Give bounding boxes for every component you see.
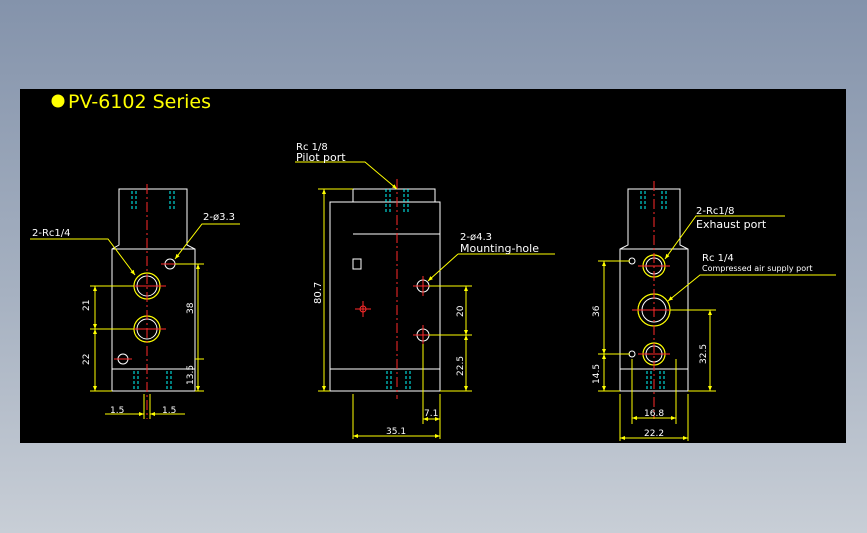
title-bullet-icon: [51, 94, 65, 108]
right-view: [598, 181, 836, 441]
dim-38: 38: [186, 302, 196, 314]
cad-viewport[interactable]: PV-6102 Series: [20, 89, 846, 443]
dim-22-5: 22.5: [456, 356, 466, 376]
dim-14-5: 14.5: [592, 364, 602, 384]
dim-16-8: 16.8: [644, 409, 664, 419]
callout-pilot-size: Rc 1/8: [296, 142, 328, 153]
dim-20: 20: [456, 305, 466, 317]
callout-exhaust-size: 2-Rc1/8: [696, 206, 735, 217]
callout-mount-size: 2-ø4.3: [460, 232, 492, 243]
dim-1-5-left: 1.5: [110, 406, 124, 416]
dim-22-2: 22.2: [644, 429, 664, 439]
dim-80-7: 80.7: [313, 282, 324, 304]
callout-mount-name: Mounting-hole: [460, 242, 539, 255]
callout-supply-size: Rc 1/4: [702, 253, 734, 264]
callout-exhaust-name: Exhaust port: [696, 218, 767, 231]
dim-1-5-right: 1.5: [162, 406, 176, 416]
dim-36: 36: [592, 305, 602, 317]
callout-2-rc14: 2-Rc1/4: [32, 228, 71, 239]
dim-35-1: 35.1: [386, 427, 406, 437]
dim-32-5: 32.5: [699, 344, 709, 364]
callout-pilot-name: Pilot port: [296, 151, 346, 164]
center-view: [295, 161, 555, 439]
technical-drawing: PV-6102 Series: [30, 91, 836, 441]
dim-21: 21: [82, 300, 92, 311]
dim-7-1: 7.1: [424, 409, 438, 419]
drawing-title: PV-6102 Series: [68, 91, 211, 113]
callout-2-phi33: 2-ø3.3: [203, 212, 235, 223]
dim-22: 22: [82, 354, 92, 365]
dim-13-5: 13.5: [186, 365, 196, 385]
callout-supply-name: Compressed air supply port: [702, 264, 813, 273]
left-view: [30, 184, 240, 419]
